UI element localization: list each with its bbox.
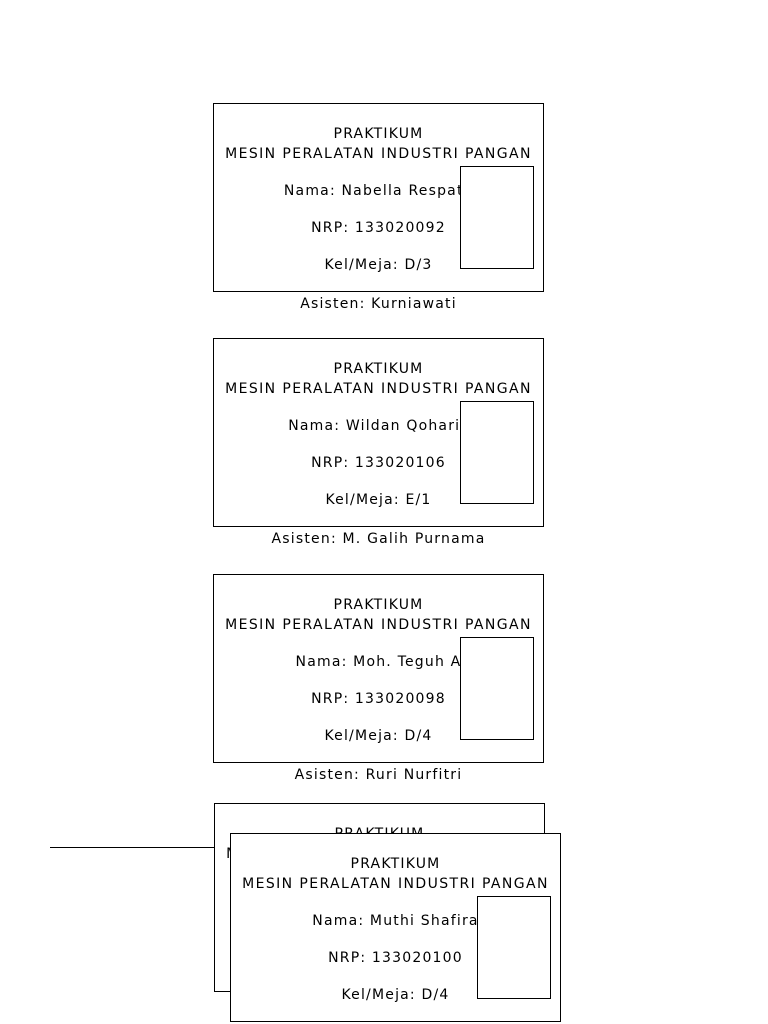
asisten-label-3: Asisten: Ruri Nurfitri (294, 767, 463, 783)
card-nrp: NRP: 133020092 (311, 220, 446, 236)
card-nrp: NRP: 133020100 (328, 950, 463, 966)
photo-placeholder (460, 166, 534, 269)
card-kel-meja: Kel/Meja: D/4 (341, 987, 450, 1003)
card-kel-meja: Kel/Meja: D/3 (324, 257, 433, 273)
card-nama: Nama: Wildan Qoharis (288, 418, 469, 434)
card-subtitle: MESIN PERALATAN INDUSTRI PANGAN (225, 381, 532, 397)
card-title: PRAKTIKUM (333, 597, 424, 613)
asisten-label-1: Asisten: Kurniawati (300, 296, 457, 312)
practicum-card-3: PRAKTIKUM MESIN PERALATAN INDUSTRI PANGA… (213, 574, 544, 763)
card-kel-meja: Kel/Meja: E/1 (325, 492, 432, 508)
practicum-card-1: PRAKTIKUM MESIN PERALATAN INDUSTRI PANGA… (213, 103, 544, 292)
photo-placeholder (460, 637, 534, 740)
practicum-card-2: PRAKTIKUM MESIN PERALATAN INDUSTRI PANGA… (213, 338, 544, 527)
photo-placeholder (460, 401, 534, 504)
photo-placeholder (477, 896, 551, 999)
practicum-card-5: PRAKTIKUM MESIN PERALATAN INDUSTRI PANGA… (230, 833, 561, 1022)
card-nama: Nama: Moh. Teguh A (295, 654, 462, 670)
card-title: PRAKTIKUM (350, 856, 441, 872)
card-kel-meja: Kel/Meja: D/4 (324, 728, 433, 744)
card-nama: Nama: Nabella Respaty (283, 183, 474, 199)
card-subtitle: MESIN PERALATAN INDUSTRI PANGAN (225, 146, 532, 162)
card-nrp: NRP: 133020098 (311, 691, 446, 707)
card-title: PRAKTIKUM (333, 126, 424, 142)
card-subtitle: MESIN PERALATAN INDUSTRI PANGAN (242, 876, 549, 892)
card-nama: Nama: Muthi Shafira (312, 913, 479, 929)
divider-line (50, 847, 215, 848)
card-title: PRAKTIKUM (333, 361, 424, 377)
asisten-label-2: Asisten: M. Galih Purnama (271, 531, 486, 547)
card-nrp: NRP: 133020106 (311, 455, 446, 471)
card-subtitle: MESIN PERALATAN INDUSTRI PANGAN (225, 617, 532, 633)
